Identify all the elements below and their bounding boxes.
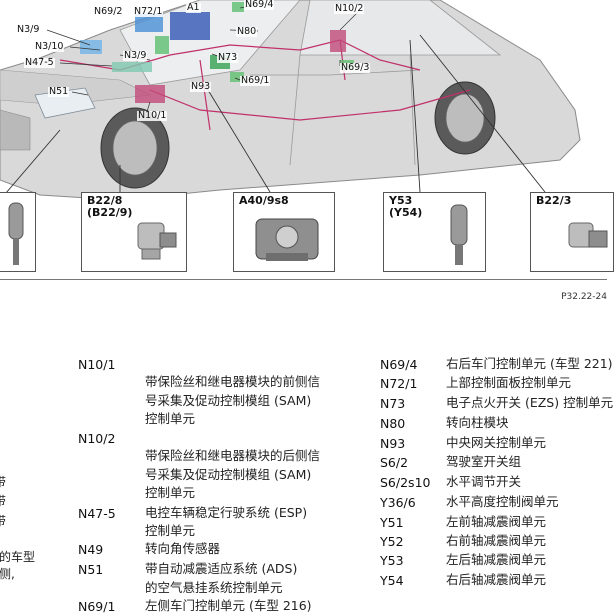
legend-desc-n69-4: 右后车门控制单元 (车型 221) <box>446 356 613 371</box>
legend-code-n73: N73 <box>380 396 406 411</box>
left-clip-3: 带 <box>0 514 7 528</box>
legend-code-y54: Y54 <box>380 573 404 588</box>
detail-box-b22-3: B22/3 <box>530 192 614 272</box>
left-clip-2: 带 <box>0 494 7 508</box>
controller-switch-icon <box>255 218 319 261</box>
legend-desc-n47-5-line2: 控制单元 <box>145 523 196 538</box>
legend-desc-n51-line1: 带自动减震适应系统 (ADS) <box>145 561 298 576</box>
legend-code-n69-1: N69/1 <box>78 599 116 614</box>
leader-lines <box>0 34 546 201</box>
legend-desc-n93: 中央网关控制单元 <box>446 435 547 450</box>
wiring-harness <box>59 39 471 131</box>
legend-code-y53: Y53 <box>380 553 404 568</box>
level-sensor-icon <box>137 222 177 260</box>
callout-n69-1: N69/1 <box>240 75 271 86</box>
callout-n69-3: N69/3 <box>340 62 371 73</box>
detail-box-a40-9s8: A40/9s8 <box>233 192 335 272</box>
legend-desc-n10-1-line3: 控制单元 <box>145 411 196 426</box>
legend-desc-n72-1: 上部控制面板控制单元 <box>446 375 572 390</box>
detail-box-y53: Y53 (Y54) <box>383 192 486 272</box>
box-label-b22-8: B22/8 (B22/9) <box>87 194 133 219</box>
module-n72-1 <box>135 14 163 32</box>
vehicle-component-figure: N3/9 N69/2 N72/1 A1 N69/4 N10/2 N80 N3/1… <box>0 0 614 278</box>
callout-n80: N80 <box>236 26 258 37</box>
callout-n69-2: N69/2 <box>93 6 124 17</box>
legend-code-n10-1: N10/1 <box>78 357 116 372</box>
legend-code-s6-2: S6/2 <box>380 455 409 470</box>
left-clip-5: 侧, <box>0 567 15 581</box>
module-n10-2 <box>330 30 346 52</box>
legend-desc-n10-1-line1: 带保险丝和继电器模块的前侧信 <box>145 374 321 389</box>
box-label-y53: Y53 (Y54) <box>389 194 423 219</box>
module-n69-1 <box>230 72 244 82</box>
legend-desc-n10-1-line2: 号采集及促动控制模组 (SAM) <box>145 393 312 408</box>
box-label-a40-9s8: A40/9s8 <box>239 194 289 207</box>
legend-code-n51: N51 <box>78 562 104 577</box>
callout-n10-1: N10/1 <box>137 110 168 121</box>
damper-valve-icon <box>450 204 468 265</box>
legend-desc-y53: 左后轴减震阀单元 <box>446 552 547 567</box>
callout-n3-9-top: N3/9 <box>16 24 41 35</box>
legend-desc-y51: 左前轴减震阀单元 <box>446 514 547 529</box>
legend-desc-y52: 右前轴减震阀单元 <box>446 533 547 548</box>
legend-desc-n10-2-line1: 带保险丝和继电器模块的后侧信 <box>145 448 321 463</box>
legend-code-n72-1: N72/1 <box>380 376 418 391</box>
legend-desc-n73: 电子点火开关 (EZS) 控制单元 <box>446 395 614 410</box>
legend-code-y52: Y52 <box>380 534 404 549</box>
air-strut-icon <box>8 202 24 265</box>
legend-code-y36-6: Y36/6 <box>380 495 416 510</box>
module-a1 <box>170 12 210 40</box>
detail-box-left <box>0 192 36 272</box>
legend-desc-s6-2s10: 水平调节开关 <box>446 474 522 489</box>
legend-code-n69-4: N69/4 <box>380 357 418 372</box>
left-clip-4: 的车型 <box>0 550 36 564</box>
callout-n51: N51 <box>48 86 70 97</box>
legend-code-n47-5: N47-5 <box>78 506 116 521</box>
legend-desc-n10-2-line3: 控制单元 <box>145 485 196 500</box>
rear-level-sensor-icon <box>568 222 608 248</box>
legend-code-y51: Y51 <box>380 515 404 530</box>
left-clip-1: 带 <box>0 475 7 489</box>
callout-n69-4: N69/4 <box>244 0 275 10</box>
legend-desc-n51-line2: 的空气悬挂系统控制单元 <box>145 580 283 595</box>
legend-code-s6-2s10: S6/2s10 <box>380 475 431 490</box>
door-lines <box>250 54 421 166</box>
figure-divider <box>0 279 607 280</box>
callout-n72-1: N72/1 <box>133 6 164 17</box>
detail-box-b22-8: B22/8 (B22/9) <box>81 192 187 272</box>
legend-desc-n80: 转向柱模块 <box>446 415 509 430</box>
callout-n73: N73 <box>217 52 239 63</box>
legend-desc-n69-1: 左侧车门控制单元 (车型 216) <box>145 598 312 613</box>
callout-a1: A1 <box>186 2 201 13</box>
legend-desc-n49: 转向角传感器 <box>145 541 221 556</box>
module-n47-5 <box>112 62 152 72</box>
callout-n3-9-mid: N3/9 <box>123 50 148 61</box>
legend-code-n80: N80 <box>380 416 406 431</box>
legend-desc-y54: 右后轴减震阀单元 <box>446 572 547 587</box>
figure-reference: P32.22-24 <box>561 292 607 302</box>
module-n69-2 <box>155 36 169 54</box>
callout-n10-2: N10/2 <box>334 3 365 14</box>
callout-n93: N93 <box>190 81 212 92</box>
legend-desc-n47-5-line1: 电控车辆稳定行驶系统 (ESP) <box>145 505 308 520</box>
legend-desc-y36-6: 水平高度控制阀单元 <box>446 494 559 509</box>
callout-n47-5: N47-5 <box>24 57 55 68</box>
module-n3-10 <box>80 40 102 54</box>
grille <box>0 109 31 151</box>
legend-code-n10-2: N10/2 <box>78 431 116 446</box>
module-n10-1 <box>135 85 165 103</box>
module-n69-4 <box>232 2 244 12</box>
legend-desc-n10-2-line2: 号采集及促动控制模组 (SAM) <box>145 467 312 482</box>
legend-code-n93: N93 <box>380 436 406 451</box>
box-label-b22-3: B22/3 <box>536 194 572 207</box>
callout-n3-10: N3/10 <box>34 41 65 52</box>
legend-desc-s6-2: 驾驶室开关组 <box>446 454 522 469</box>
legend-code-n49: N49 <box>78 542 104 557</box>
